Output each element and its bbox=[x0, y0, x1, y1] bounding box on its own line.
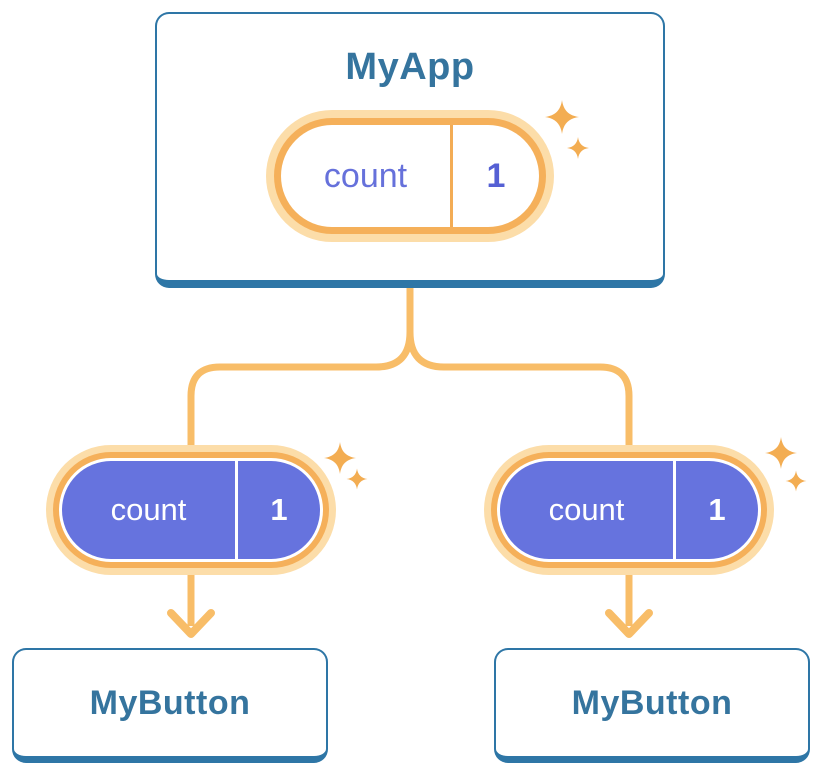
props-pill-divider bbox=[673, 461, 676, 559]
props-pill-capsule: count 1 bbox=[62, 461, 320, 559]
mybutton-card-right: MyButton bbox=[494, 648, 810, 763]
state-pill-value: 1 bbox=[486, 156, 506, 195]
connector-branch-left bbox=[187, 288, 414, 446]
state-pill-ring: count 1 bbox=[274, 118, 546, 234]
sparkle-icon bbox=[545, 100, 589, 159]
props-pill-value: 1 bbox=[270, 492, 288, 527]
props-pill-left: count 1 bbox=[46, 445, 336, 575]
state-pill-divider bbox=[450, 125, 453, 227]
state-pill-face: count 1 bbox=[281, 125, 539, 227]
state-pill-label: count bbox=[323, 156, 408, 195]
props-pill-value: 1 bbox=[708, 492, 726, 527]
arrow-down-icon bbox=[605, 574, 653, 638]
mybutton-title: MyButton bbox=[89, 683, 251, 722]
state-pill-root: count 1 bbox=[266, 110, 554, 242]
myapp-title: MyApp bbox=[345, 46, 475, 88]
mybutton-card-left: MyButton bbox=[12, 648, 328, 763]
props-pill-right: count 1 bbox=[484, 445, 774, 575]
sparkle-icon bbox=[324, 442, 368, 490]
mybutton-title: MyButton bbox=[571, 683, 733, 722]
props-pill-capsule: count 1 bbox=[500, 461, 758, 559]
props-pill-label: count bbox=[110, 492, 187, 527]
props-pill-ring: count 1 bbox=[53, 452, 329, 568]
props-pill-label: count bbox=[548, 492, 625, 527]
arrow-down-icon bbox=[167, 574, 215, 638]
props-pill-divider bbox=[235, 461, 238, 559]
props-pill-face: count 1 bbox=[59, 458, 323, 562]
sparkle-icon bbox=[765, 437, 807, 492]
props-pill-face: count 1 bbox=[497, 458, 761, 562]
connector-branch-right bbox=[406, 288, 633, 446]
props-pill-ring: count 1 bbox=[491, 452, 767, 568]
